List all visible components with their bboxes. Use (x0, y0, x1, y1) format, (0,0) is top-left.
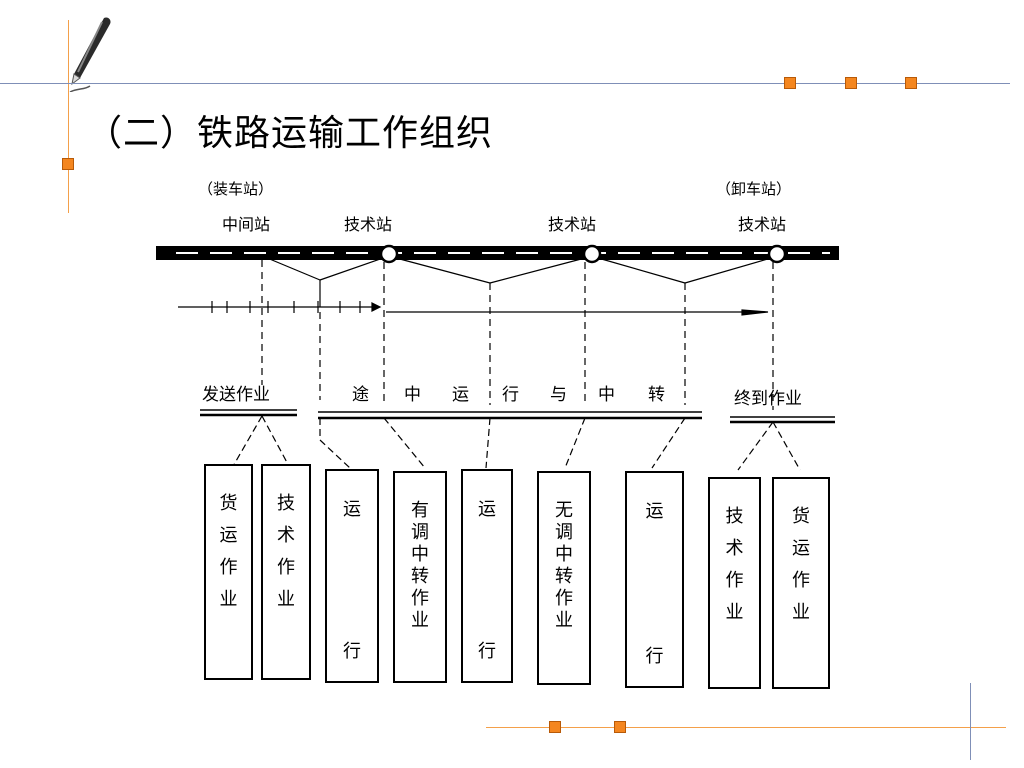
bottom-square-2 (614, 721, 626, 733)
operation-box-char: 运 (478, 499, 496, 520)
bottom-square-1 (549, 721, 561, 733)
page-title: （二）铁路运输工作组织 (86, 113, 494, 154)
station-label-intermediate: 中间站 (222, 215, 270, 234)
operation-box-char: 业 (726, 602, 744, 623)
left-accent-line (68, 20, 69, 213)
pen-icon (64, 14, 114, 93)
operation-box-frame (393, 471, 447, 683)
top-rule-line (0, 83, 1010, 84)
station-label-technical-3: 技术站 (738, 215, 786, 234)
phase-departure-label: 发送作业 (202, 385, 270, 405)
operation-box-char: 作 (411, 588, 429, 609)
station-circle-2 (582, 244, 602, 264)
operation-box-char: 运 (646, 501, 664, 522)
phase-transit-char-4: 行 (502, 385, 519, 405)
operation-box-char: 调 (411, 522, 429, 543)
operation-box-frame (625, 471, 684, 688)
operation-box-frame (708, 477, 761, 689)
operation-box-char: 行 (646, 646, 664, 667)
station-connection-lines (259, 254, 772, 300)
operation-box: 运行 (461, 469, 513, 683)
top-square-2 (845, 77, 857, 89)
operation-box-frame (204, 464, 253, 680)
phase-terminal-label: 终到作业 (734, 389, 802, 409)
operation-box-frame (261, 464, 311, 680)
left-square (62, 158, 74, 170)
operation-box-char: 中 (411, 544, 429, 565)
operation-box-char: 业 (277, 589, 295, 610)
operation-box-frame (772, 477, 830, 689)
operation-box-char: 术 (726, 538, 744, 559)
operation-box-char: 术 (277, 525, 295, 546)
railway-track (156, 246, 839, 260)
loading-station-label: （装车站） (198, 180, 273, 198)
phase-transit-char-7: 转 (648, 385, 665, 405)
operation-box-char: 运 (343, 499, 361, 520)
operation-box-char: 作 (726, 570, 744, 591)
operation-box-char: 作 (792, 570, 810, 591)
operation-box-frame (461, 469, 513, 683)
operation-box-char: 运 (792, 538, 810, 559)
operation-box: 运行 (325, 469, 379, 683)
station-circle-3 (767, 244, 787, 264)
operation-box-char: 技 (726, 506, 744, 527)
operation-box-char: 行 (343, 641, 361, 662)
operation-box-char: 无 (555, 500, 573, 521)
phase-transit-char-1: 途 (352, 385, 369, 405)
unloading-station-label: （卸车站） (716, 180, 791, 198)
operation-box-char: 业 (411, 610, 429, 631)
station-label-technical-1: 技术站 (344, 215, 392, 234)
phase-transit-char-6: 中 (598, 385, 615, 405)
phase-bars (200, 409, 835, 424)
operation-box-char: 业 (555, 610, 573, 631)
station-circle-1 (379, 244, 399, 264)
operation-box-char: 业 (792, 602, 810, 623)
phase-transit-char-2: 中 (404, 385, 421, 405)
operation-box-char: 行 (478, 641, 496, 662)
top-square-1 (784, 77, 796, 89)
distance-scale (178, 301, 769, 316)
operation-box-char: 有 (411, 500, 429, 521)
operation-box-char: 转 (555, 566, 573, 587)
operation-box-char: 作 (277, 557, 295, 578)
phase-transit-char-5: 与 (550, 385, 567, 405)
station-label-technical-2: 技术站 (548, 215, 596, 234)
bottom-rule-line (486, 727, 1006, 728)
operation-box-char: 中 (555, 544, 573, 565)
operation-box-frame (537, 471, 591, 685)
operation-box: 运行 (625, 471, 684, 688)
operation-box-char: 货 (220, 493, 238, 514)
operation-box-char: 技 (277, 493, 295, 514)
phase-transit-char-3: 运 (452, 385, 469, 405)
bottom-right-vertical-line (970, 683, 971, 760)
operation-box-char: 作 (220, 557, 238, 578)
operation-box-char: 业 (220, 589, 238, 610)
operation-box-char: 货 (792, 506, 810, 527)
operation-box-char: 作 (555, 588, 573, 609)
box-connection-lines (231, 415, 801, 471)
operation-box-char: 运 (220, 525, 238, 546)
dashed-drop-lines (261, 260, 774, 410)
top-square-3 (905, 77, 917, 89)
operation-box-char: 调 (555, 522, 573, 543)
operation-box-frame (325, 469, 379, 683)
operation-box-char: 转 (411, 566, 429, 587)
